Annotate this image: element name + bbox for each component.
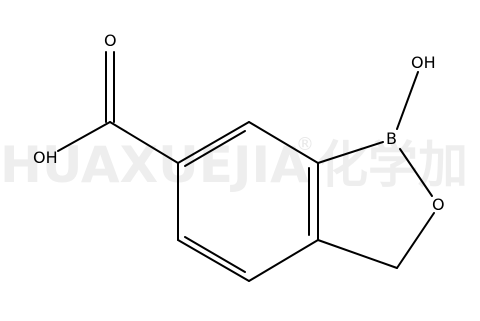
bond-b-oh — [396, 71, 419, 130]
bond-c3-c4 — [177, 239, 250, 282]
bond-ring-carboxyl — [109, 121, 179, 164]
bond-o-ch2 — [396, 212, 435, 269]
bond-c6-b — [317, 141, 384, 164]
bond-c1-c2 — [177, 121, 250, 164]
atom-boron-hydroxyl: OH — [411, 53, 436, 72]
watermark-text: HUAXUEJIA — [0, 136, 309, 194]
atom-carbonyl-oxygen: O — [104, 31, 117, 50]
bond-c3-c4-inner — [184, 236, 246, 273]
bond-c4-c5 — [248, 239, 319, 282]
atom-labels: O OH OH B O — [33, 31, 445, 214]
watermark-cn-text: 化学加 — [318, 136, 468, 194]
atom-acid-hydroxyl: OH — [33, 148, 58, 167]
bond-b-o — [399, 148, 433, 197]
bond-c1-c2-inner — [184, 130, 246, 167]
watermark-registered-mark: ® — [296, 134, 314, 155]
bond-c6-c1 — [248, 121, 319, 164]
bond-ch2-c5 — [317, 239, 398, 269]
watermark: HUAXUEJIA ® 化学加 — [0, 134, 468, 194]
atom-boron: B — [386, 129, 397, 148]
bonds — [57, 51, 435, 282]
atom-ring-oxygen: O — [432, 195, 445, 214]
bond-carboxyl-oh — [57, 121, 111, 152]
